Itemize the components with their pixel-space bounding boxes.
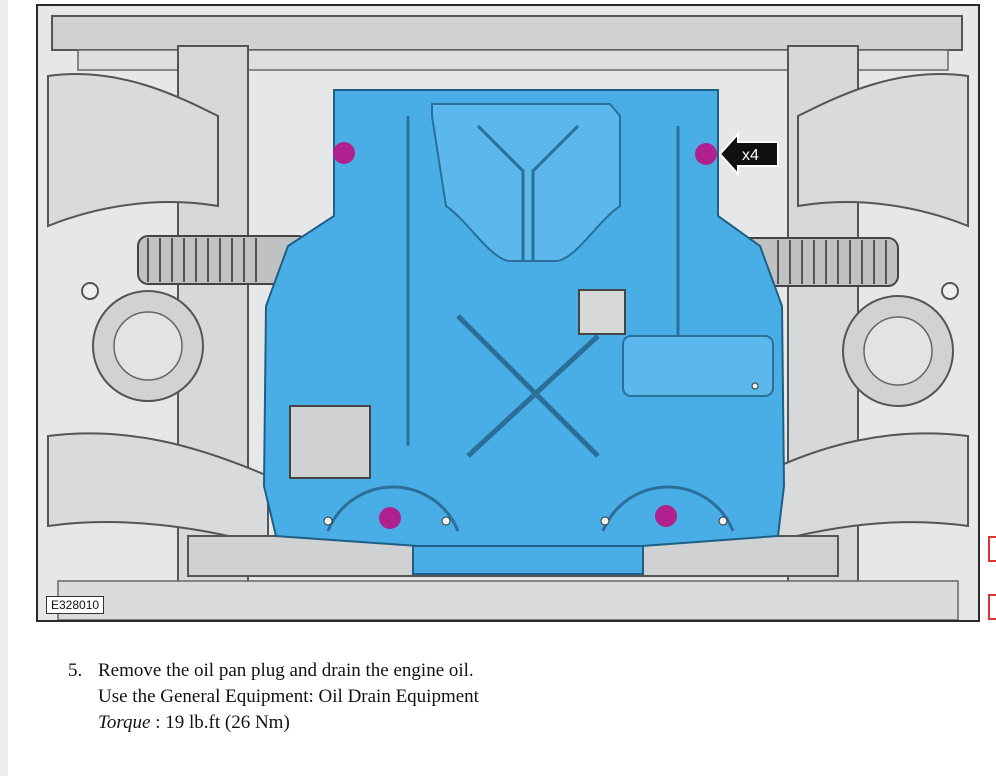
fastener-bottom-left — [379, 507, 401, 529]
fastener-top-left — [333, 142, 355, 164]
fastener-bottom-right — [655, 505, 677, 527]
service-illustration: x4 E328010 — [36, 4, 980, 622]
page-left-rule — [0, 0, 8, 776]
rear-crossmember — [57, 535, 959, 620]
step-torque: Torque : 19 lb.ft (26 Nm) — [68, 710, 768, 736]
torque-value: : 19 lb.ft (26 Nm) — [150, 712, 290, 733]
procedure-step: 5. Remove the oil pan plug and drain the… — [68, 658, 768, 736]
right-suspension — [727, 73, 969, 548]
figure-id-label: E328010 — [46, 596, 105, 614]
left-suspension — [47, 73, 309, 548]
skid-plate-fasteners — [333, 142, 717, 529]
step-number: 5. — [68, 660, 83, 681]
edge-marker-top — [988, 536, 996, 562]
step-equipment: Use the General Equipment: Oil Drain Equ… — [98, 686, 479, 707]
quantity-callout: x4 — [718, 131, 779, 177]
skid-plate — [262, 89, 786, 575]
fastener-top-right — [695, 143, 717, 165]
callout-text: x4 — [742, 147, 759, 164]
step-instruction: Remove the oil pan plug and drain the en… — [98, 660, 474, 681]
torque-label: Torque — [98, 712, 151, 733]
edge-marker-bottom — [988, 594, 996, 620]
underbody-drawing: x4 — [38, 6, 978, 620]
front-crossmember — [51, 15, 963, 71]
